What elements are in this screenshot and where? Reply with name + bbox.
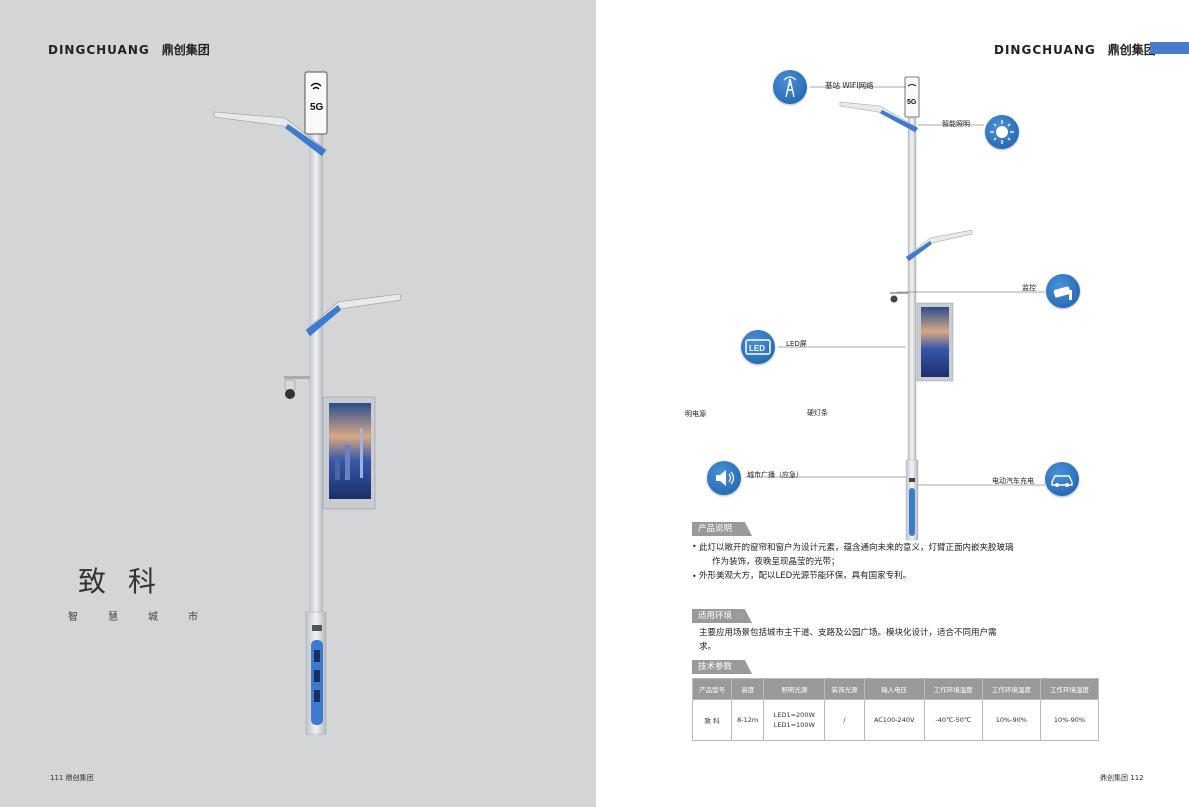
spec-cell: AC100-240V <box>863 699 925 741</box>
pole-sign-5g: 5G <box>907 99 917 106</box>
product-title: 致科 <box>78 565 179 598</box>
spec-header: 高度 <box>731 678 765 700</box>
spec-header: 照明光源 <box>763 678 826 700</box>
spec-header: 工作环境温度 <box>923 678 983 700</box>
spec-header: 产品型号 <box>691 678 733 700</box>
spec-cell: LED1=200W LED1=100W <box>763 699 826 741</box>
feature-label-wifi: 基站 WIFI网络 <box>825 81 874 90</box>
svg-text:LED: LED <box>749 344 765 353</box>
brand-name: DINGCHUANG <box>994 43 1096 57</box>
description-line-2: 作为装饰，夜晚呈现晶莹的光带； <box>712 557 840 567</box>
camera-icon <box>1046 274 1080 308</box>
section-title-environment: 适用环境 <box>692 609 753 623</box>
left-page: DINGCHUANG 鼎创集团 5G <box>0 0 596 807</box>
page-number-right: 鼎创集团 112 <box>1100 773 1144 783</box>
spec-header: 输入电压 <box>863 678 925 700</box>
spec-header: 工作环境湿度 <box>1039 678 1100 700</box>
spec-header: 装饰光源 <box>824 678 865 700</box>
environment-line-2: 求。 <box>699 642 717 652</box>
product-subtitle: 智 慧 城 市 <box>68 608 198 623</box>
spec-table: 产品型号 高度 照明光源 装饰光源 输入电压 工作环境温度 工作环境湿度 工作环… <box>691 678 1100 741</box>
wifi-tower-icon <box>773 70 807 104</box>
pole-sign-5g: 5G <box>310 102 324 113</box>
subtitle-char: 智 <box>68 612 78 623</box>
spec-cell: 8-12m <box>731 699 765 741</box>
description-line-1: 此灯以敞开的窗帘和窗户为设计元素，蕴含通向未来的意义，灯臂正面内嵌夹胶玻璃 <box>699 543 1014 553</box>
spec-header: 工作环境湿度 <box>981 678 1041 700</box>
bullet-dot: • <box>692 542 697 551</box>
section-title-spec: 技术参数 <box>692 660 753 674</box>
brand-header: DINGCHUANG 鼎创集团 <box>48 41 210 58</box>
electric-car-icon <box>1045 462 1079 496</box>
led-screen-icon: LED <box>741 330 775 364</box>
table-row: 致 科 8-12m LED1=200W LED1=100W / AC100-24… <box>691 699 1100 741</box>
subtitle-char: 市 <box>188 612 198 623</box>
feature-label-monitor: 监控 <box>1022 284 1036 292</box>
subtitle-char: 慧 <box>108 612 118 623</box>
description-line-3: 外形美观大方，配以LED光源节能环保，具有国家专利。 <box>699 571 912 581</box>
speaker-icon <box>707 461 741 495</box>
street-pole-illustration: 5G <box>213 71 402 735</box>
brand-name-cn: 鼎创集团 <box>161 43 210 57</box>
spec-cell: / <box>824 699 865 741</box>
section-title-description: 产品说明 <box>692 522 753 536</box>
page-number: 112 <box>1130 774 1144 782</box>
brand-name: DINGCHUANG <box>48 43 150 57</box>
page-footer-brand: 鼎创集团 <box>65 774 94 782</box>
sun-icon <box>985 115 1019 149</box>
page-number-left: 111 鼎创集团 <box>50 773 94 783</box>
environment-line-1: 主要应用场景包括城市主干道、支路及公园广场。模块化设计，适合不同用户需 <box>699 628 997 638</box>
feature-label-led: LED屏 <box>786 340 807 348</box>
subtitle-char: 城 <box>148 612 158 623</box>
spec-table-header-row: 产品型号 高度 照明光源 装饰光源 输入电压 工作环境温度 工作环境湿度 工作环… <box>691 678 1100 700</box>
spec-cell: -40℃-50℃ <box>923 699 983 741</box>
brand-name-cn: 鼎创集团 <box>1107 43 1156 57</box>
feature-label-power: 明电源 <box>685 410 706 418</box>
brand-accent-bar <box>1150 42 1189 54</box>
spec-cell: 致 科 <box>691 699 733 741</box>
brand-header-right: DINGCHUANG 鼎创集团 <box>994 41 1156 58</box>
page-number: 111 <box>50 774 64 782</box>
feature-label-ev-charge: 电动汽车充电 <box>992 477 1034 485</box>
bullet-dot: • <box>692 572 697 581</box>
feature-label-lighting: 智能照明 <box>942 120 970 128</box>
feature-label-light-strip: 硬灯条 <box>807 409 828 417</box>
feature-label-broadcast: 城市广播（应急） <box>747 471 803 479</box>
page-footer-brand: 鼎创集团 <box>1100 774 1128 782</box>
spec-cell: 10%-90% <box>1039 699 1100 741</box>
spec-cell: 10%-90% <box>981 699 1041 741</box>
